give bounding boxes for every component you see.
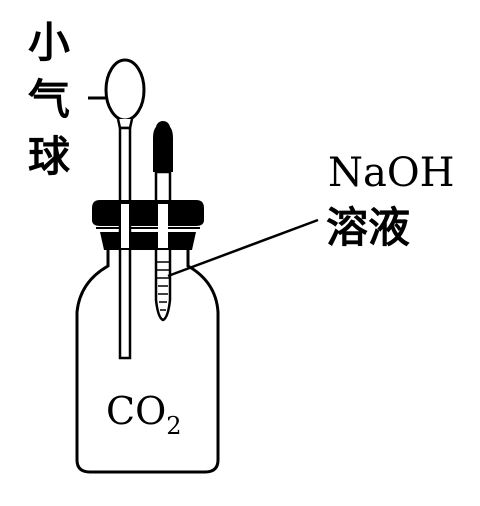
dropper-bulb-top <box>156 121 170 135</box>
balloon-label: 小 气 球 <box>28 18 71 181</box>
balloon-label-char-1: 小 <box>28 18 70 67</box>
gas-label: CO2 <box>106 389 182 440</box>
rubber-stopper <box>92 200 204 250</box>
balloon-label-char-2: 气 <box>28 75 70 124</box>
reagent-label-formula: NaOH <box>328 150 455 196</box>
balloon-neck <box>116 118 134 130</box>
gas-label-subscript: 2 <box>166 412 181 440</box>
naoh-liquid-in-dropper <box>157 261 169 311</box>
gas-label-main: CO <box>106 389 166 433</box>
bottle-body <box>75 246 220 474</box>
balloon <box>104 58 146 122</box>
balloon-label-char-3: 球 <box>28 132 71 181</box>
dropper-bulb <box>153 124 173 172</box>
reagent-label-text: 溶液 <box>326 203 410 252</box>
reagent-leader-line <box>167 218 319 278</box>
